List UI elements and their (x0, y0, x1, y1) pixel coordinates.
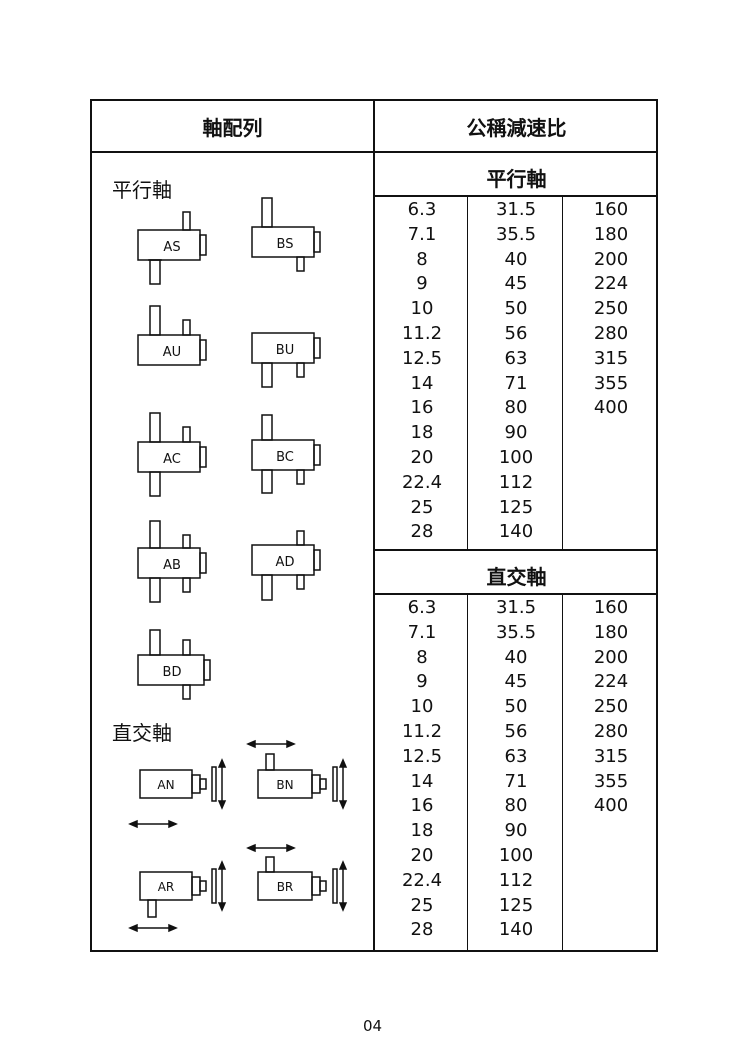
gearbox-br-diagram: BR (246, 843, 348, 912)
model-label-bu: BU (276, 343, 294, 358)
gearbox-ad-diagram: AD (251, 530, 321, 601)
table-header-rule (90, 151, 658, 153)
ratio-col-divider-3 (467, 594, 468, 951)
model-label-ac: AC (163, 452, 181, 467)
gearbox-bs-diagram: BS (251, 197, 321, 272)
table-divider-main (373, 99, 375, 952)
parallel-title-rule (374, 195, 658, 197)
gearbox-bd-diagram: BD (137, 629, 211, 700)
model-label-bc: BC (276, 450, 294, 465)
section-title-parallel: 平行軸 (486, 167, 547, 191)
gearbox-bc-diagram: BC (251, 414, 321, 494)
ratio-col-divider-1 (467, 196, 468, 550)
model-label-ad: AD (276, 555, 295, 570)
model-label-ar: AR (158, 880, 175, 894)
orthogonal-top-rule (374, 549, 658, 551)
page-number: 04 (362, 1017, 383, 1035)
model-label-bn: BN (276, 778, 293, 792)
gearbox-ar-diagram: AR (128, 860, 227, 933)
label-parallel: 平行軸 (112, 178, 172, 202)
gearbox-ac-diagram: AC (137, 412, 207, 497)
gearbox-ab-diagram: AB (137, 520, 207, 603)
section-title-orthogonal: 直交軸 (486, 565, 547, 589)
model-label-br: BR (277, 880, 294, 894)
gearbox-an-diagram: AN (128, 758, 227, 829)
model-label-au: AU (163, 345, 181, 360)
label-orthogonal: 直交軸 (112, 721, 172, 745)
orthogonal-title-rule (374, 593, 658, 595)
model-label-as: AS (163, 240, 180, 255)
model-label-ab: AB (163, 558, 181, 573)
ratio-col-divider-4 (562, 594, 563, 951)
model-label-bs: BS (277, 237, 294, 252)
gearbox-bu-diagram: BU (251, 332, 321, 388)
header-arrangement: 軸配列 (202, 116, 263, 140)
header-ratio: 公稱減速比 (466, 116, 567, 140)
gearbox-bn-diagram: BN (246, 739, 348, 810)
gearbox-au-diagram: AU (137, 305, 207, 366)
model-label-bd: BD (163, 665, 182, 680)
ratio-col-divider-2 (562, 196, 563, 550)
gearbox-as-diagram: AS (137, 211, 207, 285)
model-label-an: AN (157, 778, 174, 792)
